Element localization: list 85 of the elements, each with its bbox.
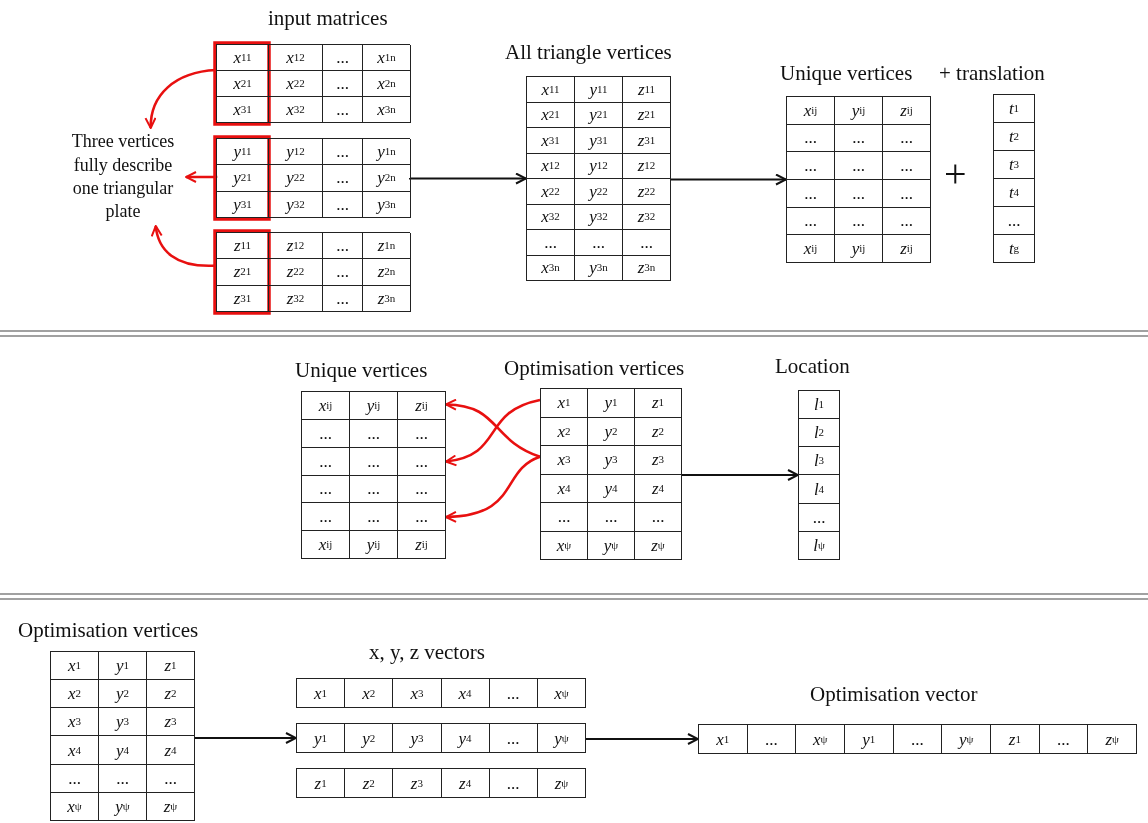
table-cell: ... [835, 152, 883, 180]
table-cell: ... [787, 180, 835, 208]
table-cell: ... [835, 180, 883, 208]
table-cell: ... [398, 447, 446, 476]
matrix-table [526, 76, 671, 281]
table-cell: ... [398, 475, 446, 504]
table-cell: ... [302, 475, 350, 504]
table-cell: ... [835, 124, 883, 153]
matrix-table [540, 388, 682, 560]
table-cell: ... [883, 207, 931, 236]
table-cell: ... [787, 207, 835, 236]
table-cell: ... [799, 503, 840, 532]
arrow [681, 469, 799, 481]
table-cell: ... [323, 285, 363, 312]
table-cell: ... [635, 503, 682, 532]
heading-label: Optimisation vertices [504, 356, 685, 381]
table-cell: ... [541, 503, 588, 532]
matrix-table [50, 651, 195, 821]
arrow [409, 172, 527, 185]
matrix-table [216, 138, 410, 218]
table-cell: ... [883, 124, 931, 153]
matrix-table [216, 232, 410, 312]
table-cell: ... [787, 124, 835, 153]
table-cell: ... [835, 207, 883, 236]
heading-label: input matrices [268, 6, 388, 31]
table-cell: ... [350, 447, 398, 476]
table-cell: ... [323, 165, 363, 192]
plus-sign: + [944, 154, 967, 194]
table-cell: ... [489, 769, 538, 798]
table-cell: ... [302, 503, 350, 532]
table-cell: ... [1039, 725, 1089, 754]
table-cell: ... [302, 447, 350, 476]
heading-label: Optimisation vector [810, 682, 978, 707]
matrix-table [993, 94, 1035, 263]
table-cell: ... [323, 139, 363, 166]
table-cell: ... [747, 725, 797, 754]
table-cell: ... [302, 419, 350, 448]
table-cell: ... [994, 207, 1035, 235]
table-cell: ... [323, 191, 363, 218]
arrow [185, 171, 218, 183]
table-cell: ... [350, 475, 398, 504]
table-cell: ... [350, 503, 398, 532]
matrix-table [698, 724, 1137, 754]
table-cell: ... [489, 724, 538, 753]
note-text: Three vertices fully describe one triangular plate [60, 128, 186, 226]
curved-arrow [445, 455, 541, 523]
matrix-table [296, 768, 586, 798]
table-cell: ... [147, 764, 195, 793]
table-cell: ... [323, 233, 363, 260]
table-cell: ... [575, 230, 623, 256]
table-cell: ... [527, 230, 575, 256]
heading-label: Unique vertices [780, 61, 913, 86]
heading-label: Location [775, 354, 850, 379]
table-cell: ... [323, 97, 363, 123]
matrix-table [301, 391, 446, 559]
table-cell: ... [588, 503, 635, 532]
curved-arrow [151, 225, 217, 268]
heading-label: x, y, z vectors [369, 640, 485, 665]
table-cell: ... [787, 152, 835, 180]
table-cell: ... [398, 503, 446, 532]
table-cell: ... [623, 230, 671, 256]
heading-label: Unique vertices [295, 358, 428, 383]
matrix-table [216, 44, 410, 123]
table-cell: ... [323, 259, 363, 286]
table-cell: ... [350, 419, 398, 448]
table-cell: ... [883, 152, 931, 180]
arrow [585, 733, 699, 745]
table-cell: ... [51, 764, 99, 793]
table-cell: ... [398, 419, 446, 448]
heading-label: + translation [939, 61, 1045, 86]
arrow [194, 732, 297, 744]
matrix-table [798, 390, 840, 560]
curved-arrow [145, 68, 217, 129]
heading-label: Optimisation vertices [18, 618, 199, 643]
matrix-table [296, 723, 586, 753]
matrix-table [786, 96, 931, 263]
table-cell: ... [883, 180, 931, 208]
table-cell: ... [99, 764, 147, 793]
arrow [670, 173, 787, 186]
table-cell: ... [489, 679, 538, 708]
table-cell: ... [323, 71, 363, 97]
matrix-table [296, 678, 586, 708]
table-cell: ... [893, 725, 943, 754]
heading-label: All triangle vertices [505, 40, 672, 65]
table-cell: ... [323, 45, 363, 71]
